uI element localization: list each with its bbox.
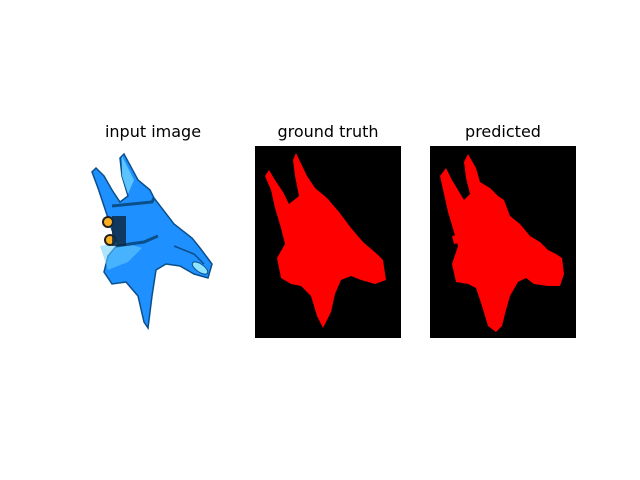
mask-foreground [440, 154, 564, 332]
engine-shadow [112, 216, 126, 246]
mask-foreground [265, 153, 386, 328]
jet-fin-highlight [122, 156, 134, 194]
predicted-panel [430, 146, 576, 338]
predicted-title: predicted [465, 122, 541, 141]
input-image-title: input image [104, 122, 202, 141]
engine-nozzle [102, 216, 114, 228]
mask-fragment [452, 234, 462, 244]
jet-fighter-icon [91, 152, 213, 331]
ground-truth-panel [255, 146, 401, 338]
ground-truth-mask [255, 146, 401, 338]
cockpit [191, 261, 209, 275]
jet-wing-highlight [100, 242, 142, 270]
ground-truth-title: ground truth [277, 122, 379, 141]
input-image-panel [82, 146, 228, 338]
jet-body [91, 152, 213, 331]
jet-panel-line [173, 245, 205, 265]
jet-panel-line [111, 197, 156, 208]
predicted-mask [430, 146, 576, 338]
